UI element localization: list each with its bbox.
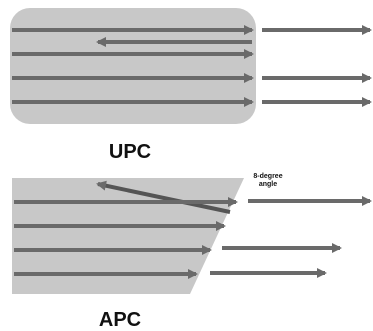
angle-note-line-2: angle — [259, 181, 277, 188]
angle-note-line-1: 8-degree — [253, 173, 282, 180]
apc-label: APC — [99, 309, 141, 331]
apc-connector-face — [12, 178, 244, 294]
upc-connector-face — [10, 8, 256, 124]
apc-reflection-ray — [96, 180, 231, 214]
upc-label: UPC — [109, 141, 151, 163]
